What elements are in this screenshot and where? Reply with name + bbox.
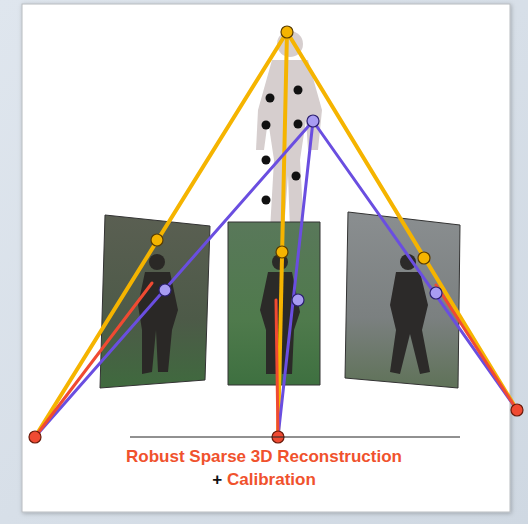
caption-text: + xyxy=(212,470,222,489)
caption-text: Calibration xyxy=(227,470,316,489)
panel xyxy=(22,4,510,512)
divider-line xyxy=(130,437,460,438)
camera-image xyxy=(228,222,320,385)
yellow-ray xyxy=(35,32,517,437)
caption-text: Robust Sparse 3D Reconstruction xyxy=(126,447,402,466)
camera-image xyxy=(345,212,460,388)
caption-row: Robust Sparse 3D Reconstruction xyxy=(0,447,528,467)
purple-ray xyxy=(35,121,517,437)
yellow-point xyxy=(151,26,430,264)
caption-row: + Calibration xyxy=(0,470,528,490)
camera-center xyxy=(29,404,523,443)
red-ray xyxy=(35,283,517,437)
purple-point xyxy=(159,115,442,306)
